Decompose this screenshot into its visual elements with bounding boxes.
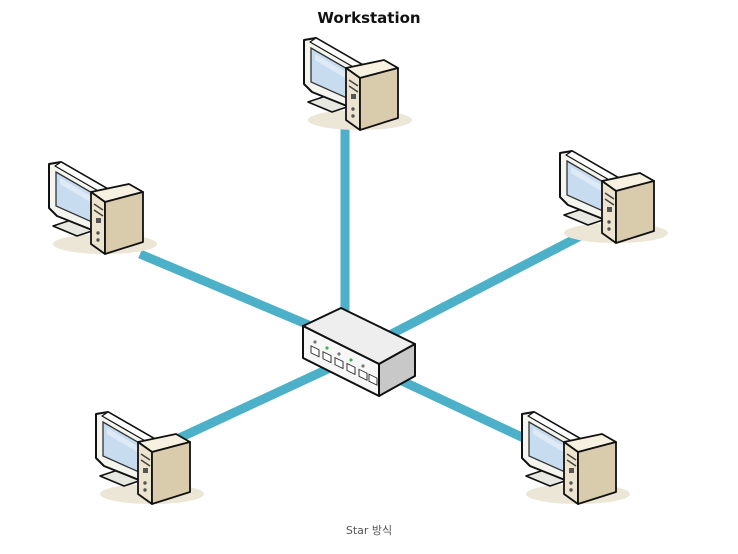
cables <box>138 120 595 445</box>
workstation-upper-right-icon <box>559 150 669 244</box>
workstation-lower-right-icon <box>521 411 631 505</box>
cable-to-lower-left <box>173 363 332 445</box>
cable-to-upper-right <box>373 226 595 346</box>
workstation-upper-left-icon <box>48 161 158 255</box>
workstation-lower-left-icon <box>95 411 205 505</box>
workstation-top-icon <box>303 37 413 131</box>
cable-to-lower-right <box>398 375 530 445</box>
cable-to-upper-left <box>138 249 332 339</box>
diagram-title: Workstation <box>317 9 421 27</box>
diagram-caption: Star 방식 <box>345 524 393 537</box>
network-hub-icon <box>302 307 416 397</box>
